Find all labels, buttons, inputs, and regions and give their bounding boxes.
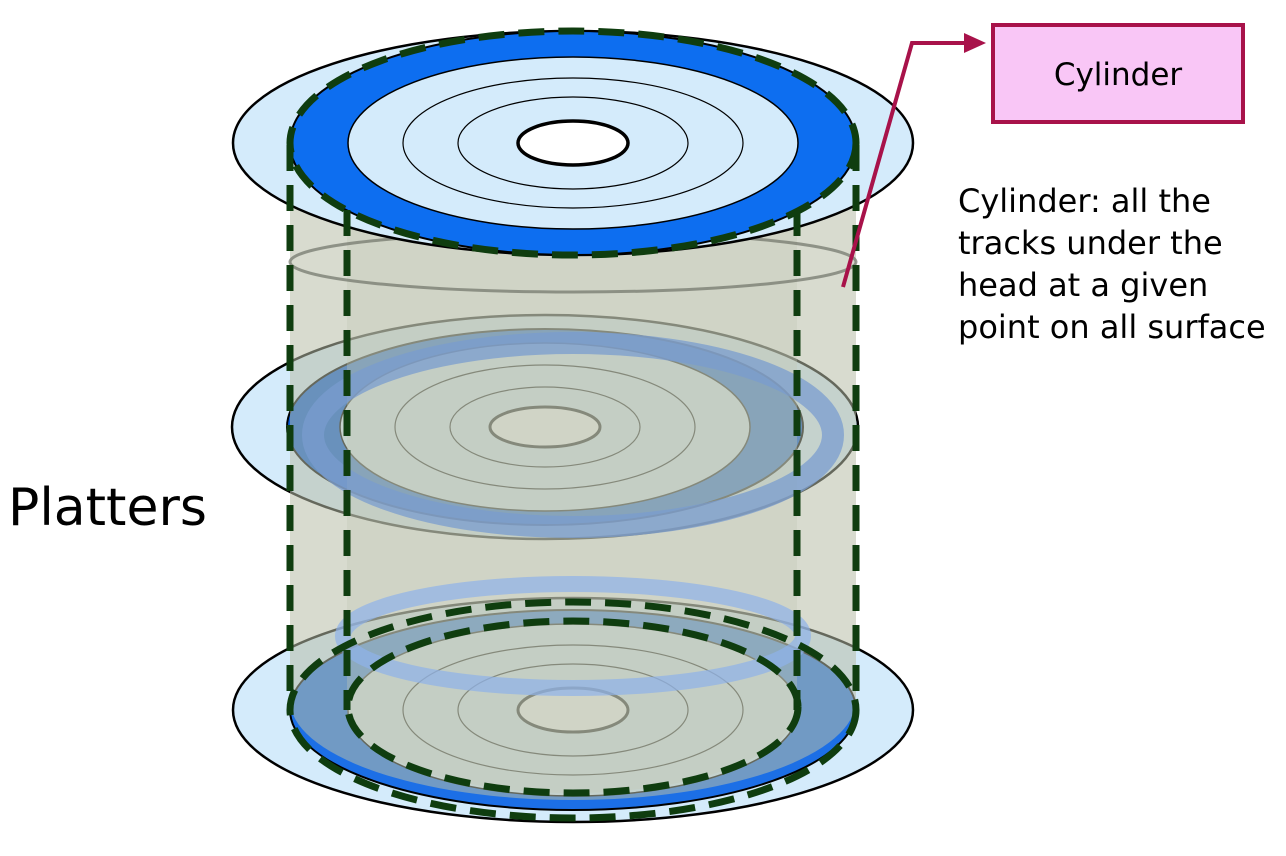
cylinder-label-text: Cylinder: [1054, 57, 1183, 93]
platter-top: [231, 29, 915, 257]
cylinder-definition: Cylinder: all the tracks under the head …: [958, 182, 1266, 346]
definition-line-1: Cylinder: all the: [958, 182, 1211, 220]
definition-line-2: tracks under the: [958, 224, 1223, 262]
cylinder-overlay: [288, 145, 858, 800]
definition-line-3: head at a given: [958, 266, 1208, 304]
cylinder-label-box: Cylinder: [991, 23, 1245, 124]
definition-line-4: point on all surface: [958, 308, 1266, 346]
arrow-right-icon: [964, 33, 986, 53]
callout-arrow: [841, 33, 986, 288]
platters-label: Platters: [8, 478, 207, 538]
